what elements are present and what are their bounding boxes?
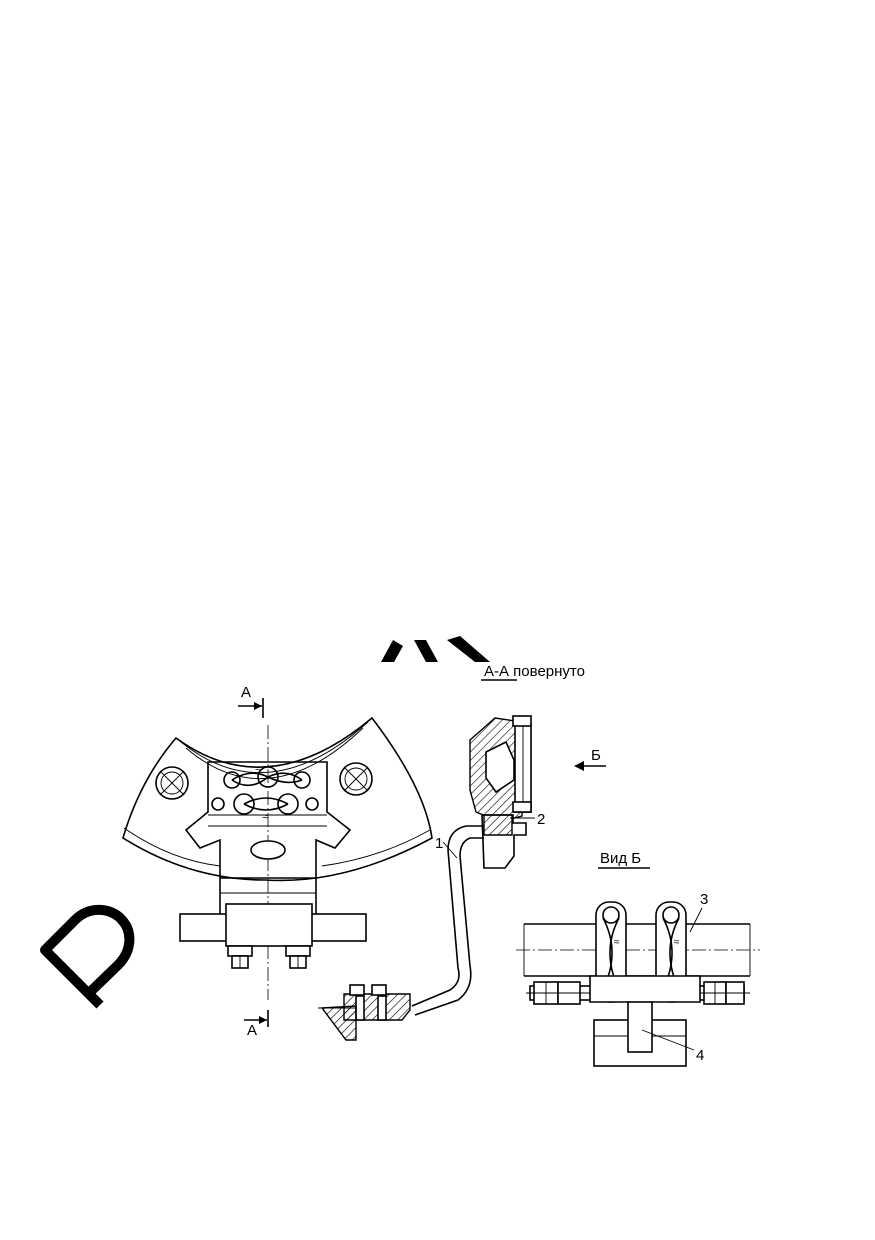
section-marker-top: А: [238, 684, 264, 718]
right-bolt: [339, 762, 373, 796]
pipe-3: [516, 923, 760, 977]
view-b: Вид Б ≈ ≈: [516, 850, 760, 1067]
oval-slot: [250, 840, 286, 860]
lower-spring: ≈: [211, 793, 319, 823]
view-title: Вид Б: [600, 850, 641, 867]
upper-spring: ≈: [223, 763, 311, 789]
view-b-arrow: Б: [574, 747, 606, 771]
scan-artifact-top: [381, 636, 490, 662]
rod-1: [411, 825, 484, 1007]
left-bolt: [155, 766, 189, 800]
section-title: А-А повернуто: [484, 663, 585, 680]
ring-segment: [122, 716, 433, 882]
svg-text:≈: ≈: [674, 937, 680, 948]
view-arrow-label: Б: [591, 747, 601, 764]
stamp-letter-r: [40, 904, 135, 1009]
part-label-2: 2: [537, 811, 545, 828]
svg-text:≈: ≈: [255, 763, 261, 775]
svg-text:≈: ≈: [614, 937, 620, 948]
section-label-top: А: [241, 684, 251, 701]
support-4: [593, 1001, 687, 1067]
section-marker-bottom: А: [244, 1010, 269, 1039]
part-label-3: 3: [700, 891, 708, 908]
part-label-1: 1: [435, 835, 443, 852]
part-label-4: 4: [696, 1047, 704, 1064]
section-a-a: А-А повернуто 1 2: [318, 663, 606, 1041]
bottom-nuts: [227, 945, 311, 969]
svg-text:≈: ≈: [262, 811, 268, 823]
lower-fixing: [318, 984, 411, 1041]
section-label-bottom: А: [247, 1022, 257, 1039]
front-view: А А: [122, 684, 433, 1039]
